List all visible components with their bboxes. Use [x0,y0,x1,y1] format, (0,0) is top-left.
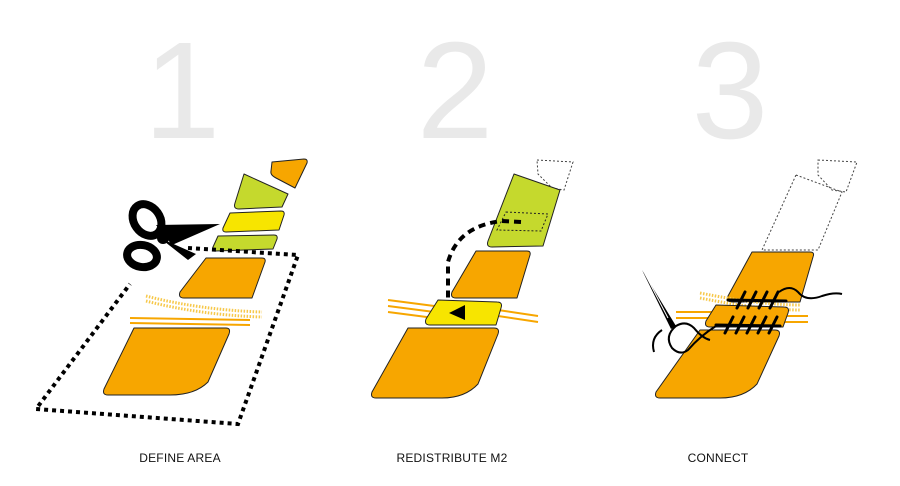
scissors-icon [123,200,220,272]
block-top-orange [270,158,308,189]
step-3-illustration [642,159,858,399]
dotted-strip [145,294,263,314]
connector-line [497,309,539,317]
step-1-number: 1 [144,14,221,168]
ghost-block [761,174,843,251]
move-arrow-path [446,218,522,300]
step-2-caption: REDISTRIBUTE M2 [396,451,507,465]
block-yellow [222,210,285,233]
block-orange-bottom [103,327,231,396]
needle-icon [642,270,676,353]
dotted-strip [699,296,801,312]
connector-line [129,317,251,321]
step-3-number: 3 [692,14,769,168]
step-3-caption: CONNECT [688,451,749,465]
arrow-icon [449,305,465,320]
thread [778,287,843,300]
stitches [714,290,788,335]
ghost-block [817,159,858,193]
dotted-strip [699,291,801,307]
dotted-strip [145,299,263,319]
block-orange-small [705,304,789,328]
step-1-illustration [32,158,308,427]
connector-line [387,299,443,308]
block-lime-merged [487,173,561,248]
step-2-illustration [371,159,574,399]
block-orange-middle [179,257,266,299]
selection-area [32,246,301,427]
step-1-caption: DEFINE AREA [139,451,221,465]
connector-line [129,322,251,326]
block-orange-bottom [655,329,780,399]
connector-line [497,315,539,323]
step-2-number: 2 [417,14,494,168]
block-lime-1 [234,173,289,210]
block-orange-middle [451,250,531,299]
ghost-yellow-outline [496,211,549,232]
thread [667,322,717,354]
block-orange-bottom [371,327,499,399]
